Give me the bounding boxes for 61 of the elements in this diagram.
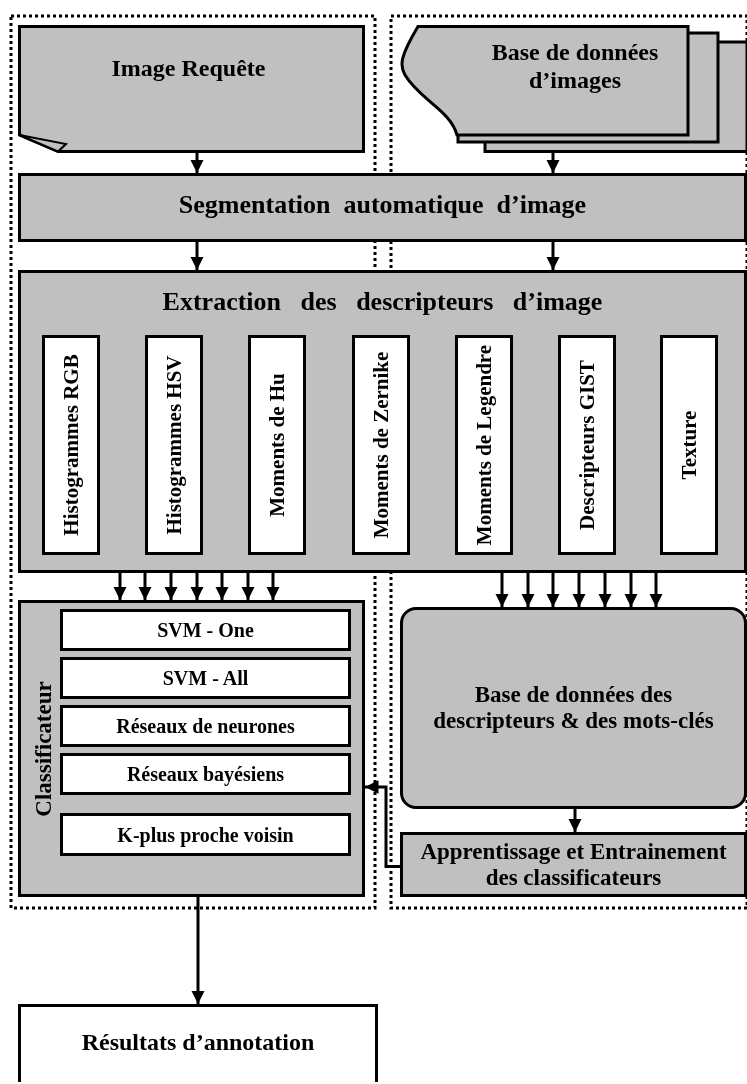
node-label: Base de données des descripteurs & des mots-clés [432,681,715,735]
arrow [521,573,535,607]
arrow [598,573,612,607]
arrow [546,242,560,270]
arrow [365,780,400,868]
node-label: Apprentissage et Entrainement des classificateurs [419,838,728,891]
arrow [495,573,509,607]
node-label: Résultats d’annotation [80,1029,316,1057]
arrow [568,809,582,832]
classifier-label: SVM - All [161,666,250,690]
node-label: Extraction des descripteurs d’image [161,287,604,317]
descriptor-box [352,335,410,555]
classifier-label: SVM - One [156,618,255,642]
descriptor-box [558,335,616,555]
arrow [113,573,127,600]
arrow [266,573,280,600]
process-box [18,173,747,242]
descriptor-box [248,335,306,555]
classifier-group-box [18,600,365,897]
classifier-box [60,753,351,795]
arrow [190,242,204,270]
arrow [138,573,152,600]
classifier-box [60,813,351,856]
node-label: Image Requête [110,55,267,83]
descriptor-box [145,335,203,555]
descriptor-label: Moments de Legendre [473,344,495,546]
node-label: Base de données d’images [490,39,660,95]
rounded-box [400,607,747,809]
arrow [164,573,178,600]
classifier-box [60,657,351,699]
descriptor-label: Descripteurs GIST [576,360,598,530]
classifier-label: Réseaux de neurones [115,714,296,738]
result-box [18,1004,378,1082]
document-shape [18,25,365,153]
arrow [191,897,205,1004]
group-label: Classificateur [31,680,55,817]
descriptor-label: Histogrammes RGB [60,354,82,536]
arrow [624,573,638,607]
process-box [18,270,747,573]
descriptor-box [660,335,718,555]
arrow [215,573,229,600]
descriptor-label: Histogrammes HSV [163,355,185,535]
arrow [572,573,586,607]
stacked-documents-shape [400,25,747,153]
arrow [241,573,255,600]
descriptor-label: Texture [678,410,700,480]
arrow [546,153,560,173]
descriptor-label: Moments de Zernike [370,351,392,539]
arrow [546,573,560,607]
classifier-label: K-plus proche voisin [116,823,295,846]
classifier-box [60,609,351,651]
descriptor-label: Moments de Hu [266,373,288,517]
arrow [190,573,204,600]
classifier-label: Réseaux bayésiens [125,762,286,786]
process-box [400,832,747,897]
arrow [649,573,663,607]
node-label: Segmentation automatique d’image [177,190,588,220]
descriptor-box [42,335,100,555]
arrow [190,153,204,173]
classifier-box [60,705,351,747]
descriptor-box [455,335,513,555]
